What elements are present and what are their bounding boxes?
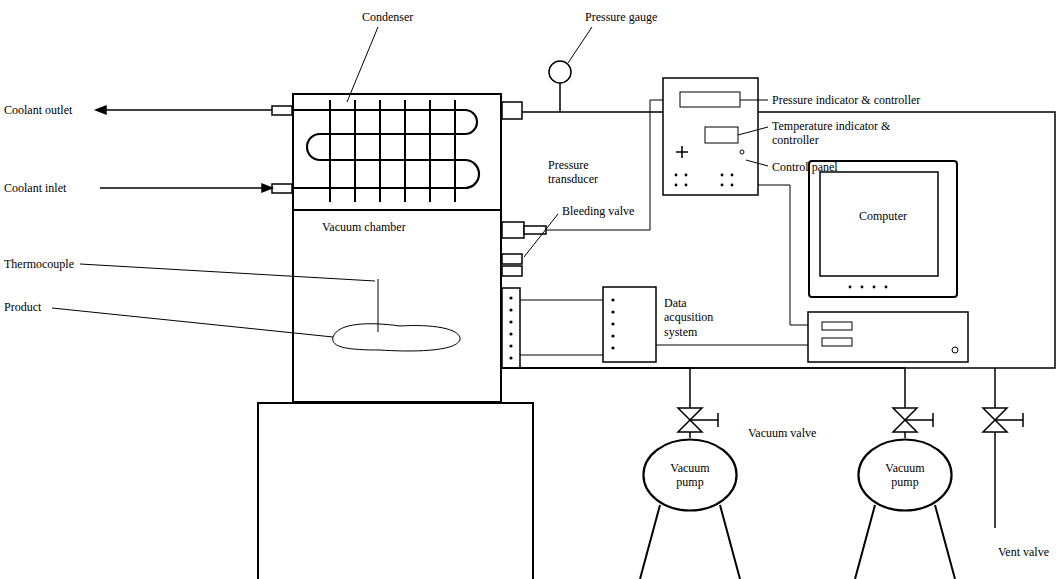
base-stand [258, 403, 533, 579]
leader-line [738, 127, 768, 135]
part-label: Product [4, 300, 41, 314]
monitor-screen [820, 172, 938, 276]
leader-line [52, 308, 333, 337]
apparatus-lines [52, 27, 1055, 579]
monitor-button [873, 286, 876, 289]
terminal-dot [611, 322, 614, 325]
pump-ellipse [643, 439, 736, 510]
pump-ellipse [858, 439, 951, 510]
computer-case [808, 312, 968, 362]
coolant-inlet-arrow [100, 187, 264, 189]
part-label: Vent valve [998, 545, 1049, 559]
monitor-button [885, 286, 888, 289]
valves-and-feet [640, 368, 1023, 579]
pressure-gauge-symbol [549, 61, 571, 83]
terminal-dot [509, 356, 512, 359]
valve-handle [995, 413, 1023, 427]
vacuum-line [502, 112, 1055, 368]
pump-label: Vacuum pump [875, 461, 935, 490]
dots [509, 150, 887, 360]
temperature-display [705, 127, 738, 143]
vent-pipe [994, 368, 996, 528]
vacuum-chamber-box: Vacuum chamber [292, 93, 502, 403]
signal-wire [758, 185, 808, 325]
monitor-button [849, 286, 852, 289]
arrowhead [96, 106, 106, 114]
product-shape [333, 324, 460, 351]
vacuum-pump-circle: Vacuum pump [857, 438, 953, 512]
terminal-dot [509, 332, 512, 335]
plus-sign [676, 146, 688, 158]
panel-button [740, 150, 744, 154]
condenser-fins [330, 100, 455, 202]
vacuum-pipe [502, 368, 690, 438]
part-label: Pressure gauge [585, 10, 657, 24]
connector-strip [502, 288, 520, 368]
condenser-coil [292, 110, 479, 188]
panel-button [731, 174, 734, 177]
part-label: Pressure indicator & controller [772, 93, 920, 107]
coolant-outlet-arrow [104, 109, 272, 111]
bleeding-valve-symbol [502, 254, 522, 264]
valve-handle [690, 413, 718, 427]
box-label: Vacuum chamber [322, 220, 406, 234]
data-acquisition-box [603, 287, 656, 362]
pump-feet [640, 505, 955, 579]
drive-slot [822, 322, 852, 330]
coolant-fitting [272, 184, 292, 193]
pipe-fitting [502, 102, 522, 119]
terminal-dot [611, 310, 614, 313]
panel-button [721, 184, 724, 187]
part-label: Temperature indicator & controller [772, 119, 902, 148]
vacuum-pipe [502, 368, 905, 438]
arrowhead [262, 184, 272, 192]
valve-handle [905, 413, 933, 427]
part-label: Condenser [362, 10, 413, 24]
signal-wire [546, 100, 663, 230]
part-label: Pressure transducer [548, 158, 610, 187]
terminal-dot [509, 296, 512, 299]
vacuum-pump-circle: Vacuum pump [642, 438, 738, 512]
terminal-dot [509, 320, 512, 323]
coolant-fitting [272, 106, 292, 115]
leader-line [746, 160, 768, 166]
pump-label: Vacuum pump [660, 461, 720, 490]
leader-line [740, 100, 768, 101]
leader-line [347, 27, 378, 102]
transducer-fitting [502, 222, 524, 238]
thermocouple-probe [378, 279, 379, 332]
part-label: Data acqusition system [664, 296, 736, 339]
terminal-dot [611, 334, 614, 337]
drive-slot [822, 338, 852, 346]
control-panel-box [663, 78, 758, 195]
condenser-divider [292, 209, 502, 211]
part-label: Control panel [772, 160, 838, 174]
coolant-label: Coolant inlet [4, 181, 66, 195]
bleeding-valve-symbol [502, 266, 522, 276]
panel-button [675, 184, 678, 187]
leader-line [80, 264, 375, 281]
panel-button [685, 174, 688, 177]
part-label: Bleeding valve [562, 204, 634, 218]
monitor-button [861, 286, 864, 289]
leader-line [524, 214, 558, 257]
box-label: Computer [810, 209, 956, 223]
terminal-dot [611, 298, 614, 301]
part-label: Vacuum valve [748, 426, 816, 440]
terminal-dot [509, 344, 512, 347]
panel-button [721, 174, 724, 177]
coolant-label: Coolant outlet [4, 103, 72, 117]
part-label: Thermocouple [4, 257, 74, 271]
power-button [952, 347, 958, 353]
computer-monitor: Computer [808, 160, 958, 298]
gauge-stem [559, 83, 561, 112]
panel-button [675, 174, 678, 177]
pressure-display [680, 92, 740, 107]
terminal-dot [611, 346, 614, 349]
terminal-dot [509, 308, 512, 311]
panel-button [731, 184, 734, 187]
leader-line [568, 27, 592, 63]
panel-button [685, 184, 688, 187]
